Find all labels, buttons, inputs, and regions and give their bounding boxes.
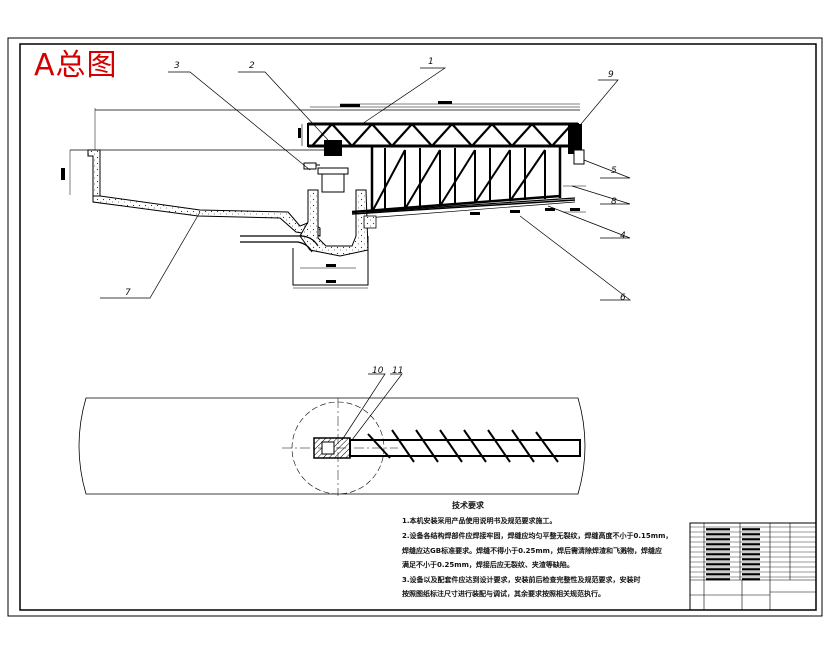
callout-1: 1 <box>428 57 434 67</box>
title-block-entry <box>706 578 730 581</box>
title-block-entry <box>742 553 760 556</box>
title-block-entry <box>742 538 760 541</box>
callout-8: 8 <box>611 197 617 207</box>
elevation-view <box>61 101 586 289</box>
title-block-rows <box>690 526 816 581</box>
title-block-entry <box>742 573 760 576</box>
title-block-entry <box>706 528 730 531</box>
inner-border <box>19 43 817 611</box>
tech-requirements-heading: 技术要求 <box>452 501 484 510</box>
title-block-entry <box>742 568 760 571</box>
callout-9: 9 <box>608 70 614 80</box>
title-block-entry <box>706 543 730 546</box>
callout-11: 11 <box>392 366 404 376</box>
tech-requirement-line: 3.设备以及配套件应达到设计要求，安装前后检查完整性及规范要求，安装时 <box>402 576 641 584</box>
tech-requirement-line: 2.设备各结构焊部件应焊接牢固，焊缝应均匀平整无裂纹，焊缝高度不小于0.15mm… <box>402 532 673 540</box>
title-block-entry <box>706 533 730 536</box>
callout-4: 4 <box>620 231 626 241</box>
title-block-entry <box>742 548 760 551</box>
callout-6: 6 <box>620 293 626 303</box>
title-block-entry <box>742 528 760 531</box>
callout-10: 10 <box>372 366 384 376</box>
title-block-entry <box>742 558 760 561</box>
title-block-entry <box>706 568 730 571</box>
tech-requirement-line: 1.本机安装采用产品使用说明书及规范要求施工。 <box>402 517 557 525</box>
title-block-entry <box>742 543 760 546</box>
title-block-entry <box>742 533 760 536</box>
callout-7: 7 <box>125 288 131 298</box>
tech-requirement-line: 焊缝应达GB标准要求。焊缝不得小于0.25mm，焊后需清除焊渣和飞溅物，焊缝应 <box>402 547 662 555</box>
title-block-entry <box>706 538 730 541</box>
outer-border <box>7 37 823 617</box>
callout-5: 5 <box>611 166 617 176</box>
title-block-entry <box>706 548 730 551</box>
tech-requirement-line: 满足不小于0.25mm，焊接后应无裂纹、夹渣等缺陷。 <box>402 561 574 569</box>
title-block-entry <box>706 553 730 556</box>
callout-3: 3 <box>174 61 180 71</box>
title-block-entry <box>706 558 730 561</box>
tech-requirement-line: 按照图纸标注尺寸进行装配与调试，其余要求按照相关规范执行。 <box>402 590 605 598</box>
leader-lines <box>100 67 632 301</box>
callout-2: 2 <box>249 61 255 71</box>
title-block-entry <box>742 563 760 566</box>
plan-view <box>78 373 586 496</box>
title-block <box>689 522 817 611</box>
title-block-entry <box>706 563 730 566</box>
drawing-title: A总图 <box>34 48 118 83</box>
title-block-entry <box>742 578 760 581</box>
title-block-entry <box>706 573 730 576</box>
